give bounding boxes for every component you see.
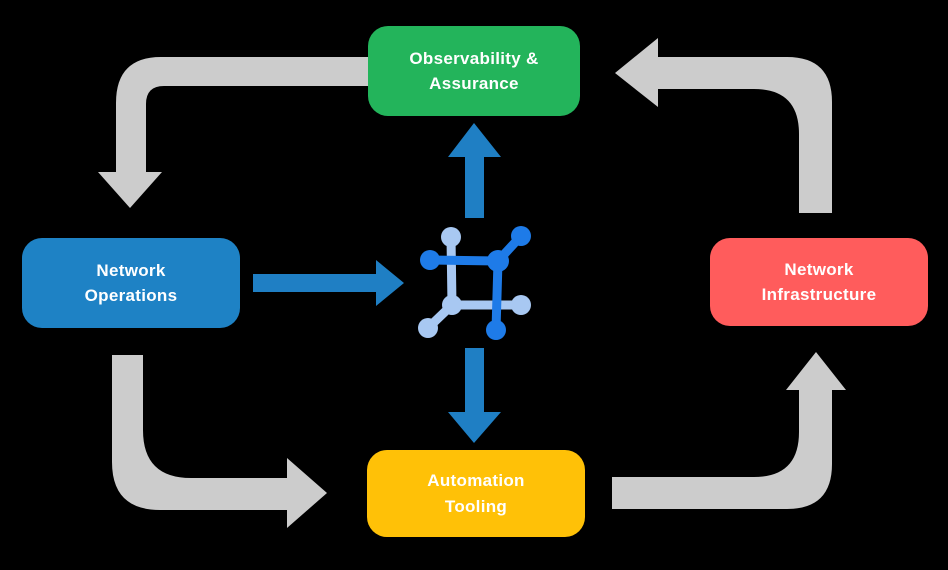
node-automation-tooling-label: Automation Tooling (427, 471, 525, 516)
flow-arrow-icon-to-observability (448, 123, 501, 218)
node-observability-assurance-label: Observability & Assurance (409, 48, 539, 94)
cycle-arrow-infrastructure-to-observability-icon (615, 38, 832, 213)
flow-arrow-operations-to-icon (253, 260, 404, 306)
node-network-operations: Network Operations (22, 238, 240, 328)
icon-node-light-bottomleft (418, 318, 438, 338)
icon-node-dark-topright (511, 226, 531, 246)
network-automation-icon (418, 226, 531, 340)
cycle-arrow-automation-to-infrastructure-icon (612, 352, 846, 509)
icon-node-dark-bottom (486, 320, 506, 340)
cycle-arrow-observability-to-operations-icon (98, 57, 370, 208)
node-network-infrastructure-label: Network Infrastructure (761, 259, 877, 305)
icon-node-light-top (441, 227, 461, 247)
icon-node-light-corner (442, 295, 462, 315)
node-network-operations-label: Network Operations (84, 260, 178, 306)
node-automation-tooling: Automation Tooling (367, 450, 585, 537)
node-network-infrastructure: Network Infrastructure (710, 238, 928, 326)
icon-node-dark-corner (487, 250, 509, 272)
cycle-arrow-operations-to-automation-icon (112, 355, 327, 528)
icon-node-dark-left (420, 250, 440, 270)
flow-arrow-icon-to-automation (448, 348, 501, 443)
icon-node-light-right (511, 295, 531, 315)
node-observability-assurance: Observability & Assurance (368, 26, 580, 116)
